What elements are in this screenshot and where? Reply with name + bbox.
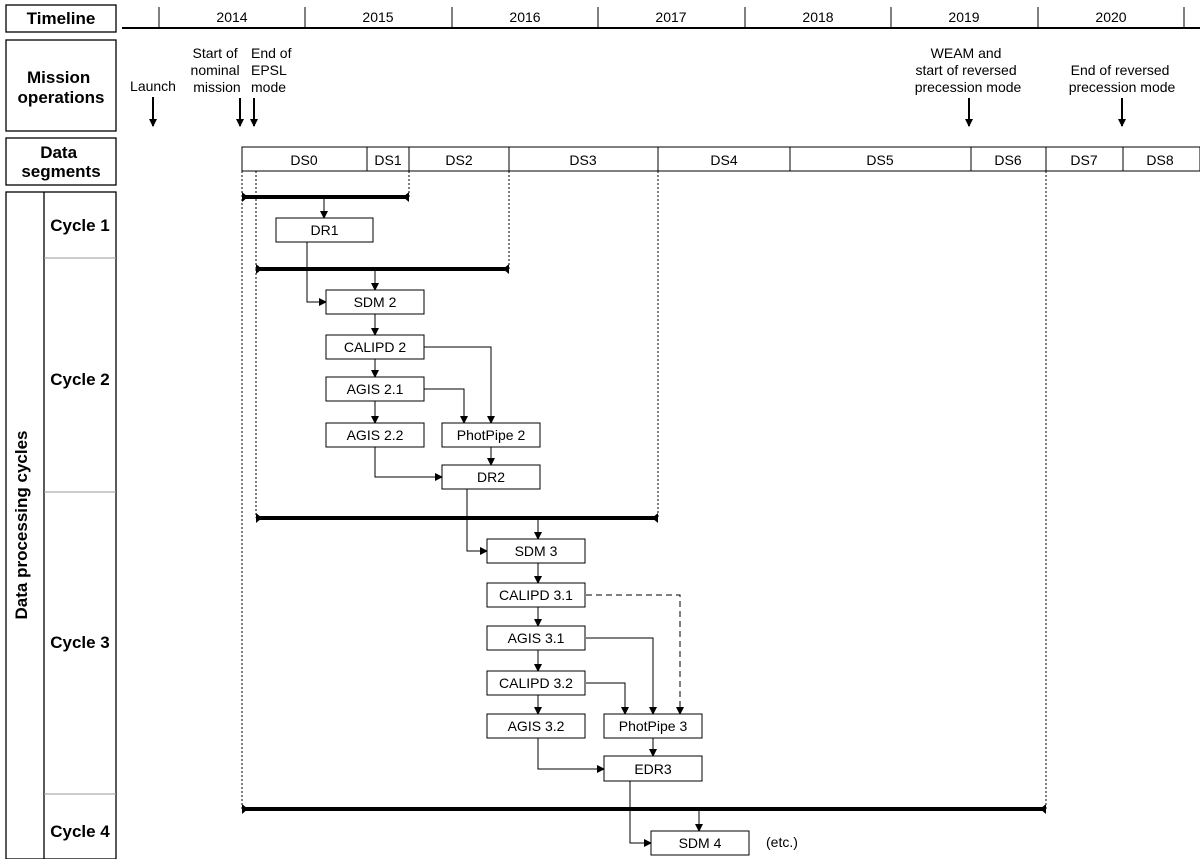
svg-text:AGIS 2.2: AGIS 2.2 — [347, 427, 404, 443]
event-end-epsl-label: End of EPSL mode — [251, 45, 295, 95]
year-2015: 2015 — [362, 9, 393, 25]
box-edr3: EDR3 — [603, 755, 703, 782]
range-bar-cycle4 — [242, 804, 1046, 814]
year-2020: 2020 — [1095, 9, 1126, 25]
svg-text:SDM 4: SDM 4 — [679, 835, 722, 851]
guide-lines — [241, 171, 1047, 809]
data-segments-bar — [241, 146, 1200, 172]
svg-text:AGIS 2.1: AGIS 2.1 — [347, 381, 404, 397]
timeline-ticks — [158, 7, 1185, 28]
year-2017: 2017 — [655, 9, 686, 25]
svg-text:PhotPipe 2: PhotPipe 2 — [457, 427, 526, 443]
box-sdm2: SDM 2 — [325, 289, 425, 315]
range-bar-cycle3 — [256, 513, 658, 523]
svg-text:PhotPipe 3: PhotPipe 3 — [619, 718, 688, 734]
svg-text:CALIPD 3.1: CALIPD 3.1 — [499, 587, 573, 603]
svg-text:EDR3: EDR3 — [634, 761, 672, 777]
box-calipd31: CALIPD 3.1 — [486, 582, 586, 608]
box-agis21: AGIS 2.1 — [325, 376, 425, 402]
segment-ds5: DS5 — [866, 152, 893, 168]
event-end-reversed-label: End of reversed precession mode — [1069, 62, 1176, 95]
data-segments-header: Data segments — [21, 143, 100, 181]
event-start-nominal-label: Start of nominal mission — [191, 45, 244, 95]
box-photpipe3: PhotPipe 3 — [603, 713, 703, 739]
box-calipd2: CALIPD 2 — [325, 334, 425, 360]
box-dr2: DR2 — [441, 464, 541, 490]
cycle-3-label: Cycle 3 — [50, 633, 110, 652]
flow-connectors — [306, 197, 703, 847]
segment-ds1: DS1 — [374, 152, 401, 168]
segment-ds7: DS7 — [1070, 152, 1097, 168]
segment-ds4: DS4 — [710, 152, 737, 168]
data-segments-header-cell — [5, 137, 117, 186]
range-bar-cycle2 — [256, 264, 509, 274]
box-agis22: AGIS 2.2 — [325, 422, 425, 448]
cycle-4-label: Cycle 4 — [50, 822, 110, 841]
segment-ds2: DS2 — [445, 152, 472, 168]
svg-text:DR2: DR2 — [477, 469, 505, 485]
segment-ds0: DS0 — [290, 152, 317, 168]
timeline-header: Timeline — [27, 9, 96, 28]
processing-header-cell — [5, 191, 117, 859]
mission-ops-header-cell — [5, 39, 117, 132]
year-2016: 2016 — [509, 9, 540, 25]
box-dr1: DR1 — [275, 217, 374, 243]
segment-ds6: DS6 — [994, 152, 1021, 168]
etc-label: (etc.) — [766, 834, 798, 850]
cycle-1-label: Cycle 1 — [50, 216, 110, 235]
processing-cycles-header: Data processing cycles — [12, 431, 31, 620]
box-calipd32: CALIPD 3.2 — [486, 670, 586, 696]
year-2019: 2019 — [948, 9, 979, 25]
svg-text:AGIS 3.2: AGIS 3.2 — [508, 718, 565, 734]
box-photpipe2: PhotPipe 2 — [441, 422, 541, 448]
box-agis32: AGIS 3.2 — [486, 713, 586, 739]
box-sdm4: SDM 4 — [650, 830, 750, 856]
segment-ds8: DS8 — [1146, 152, 1173, 168]
svg-text:SDM 3: SDM 3 — [515, 543, 558, 559]
svg-text:CALIPD 2: CALIPD 2 — [344, 339, 406, 355]
event-launch-label: Launch — [130, 78, 176, 94]
cycle-2-label: Cycle 2 — [50, 370, 110, 389]
svg-text:DR1: DR1 — [310, 222, 338, 238]
svg-text:SDM 2: SDM 2 — [354, 294, 397, 310]
segment-ds3: DS3 — [569, 152, 596, 168]
box-sdm3: SDM 3 — [486, 538, 586, 564]
svg-text:AGIS 3.1: AGIS 3.1 — [508, 630, 565, 646]
timeline-header-cell — [5, 4, 117, 33]
svg-text:CALIPD 3.2: CALIPD 3.2 — [499, 675, 573, 691]
year-2018: 2018 — [802, 9, 833, 25]
range-bar-cycle1 — [242, 192, 409, 202]
event-weam-label: WEAM and start of reversed precession mo… — [915, 45, 1022, 95]
mission-ops-header: Mission operations — [18, 68, 105, 107]
box-agis31: AGIS 3.1 — [486, 625, 586, 651]
year-2014: 2014 — [216, 9, 247, 25]
